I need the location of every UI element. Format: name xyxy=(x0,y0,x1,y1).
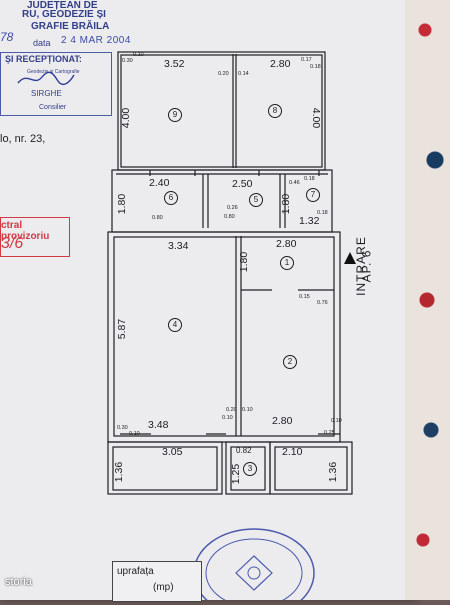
dim-r6-width: 2.40 xyxy=(149,177,170,189)
small-mark-s: 0.10 xyxy=(242,407,253,413)
header-line-1: JUDEȚEAN DE xyxy=(27,0,98,11)
small-mark-k: 0.26 xyxy=(227,205,238,211)
small-mark-b: 0.10 xyxy=(133,52,144,58)
dim-r2-width: 2.80 xyxy=(272,415,293,427)
dim-r9-width: 3.52 xyxy=(164,58,185,70)
reception-sub: Geodezie și Cartografie xyxy=(27,69,80,75)
provisional-text: ctral provizoriu xyxy=(1,220,50,242)
small-mark-m: 0.15 xyxy=(299,294,310,300)
room-3-marker: 3 xyxy=(243,462,257,476)
room-2-marker: 2 xyxy=(283,355,297,369)
small-mark-c: 0.20 xyxy=(218,71,229,77)
small-mark-t: 0.10 xyxy=(331,418,342,424)
dim-hall-width: 3.34 xyxy=(168,240,189,252)
small-mark-i: 0.18 xyxy=(317,210,328,216)
small-mark-n: 0.76 xyxy=(317,300,328,306)
dim-r5-width: 2.50 xyxy=(232,178,253,190)
dim-r7-height: 1.80 xyxy=(280,193,293,215)
rug-background xyxy=(405,0,450,600)
provisional-number: 3/6 xyxy=(1,235,24,252)
official-role: Consilier xyxy=(39,104,67,111)
header-date: 2 4 MAR 2004 xyxy=(61,35,131,46)
small-mark-j: 0.80 xyxy=(152,215,163,221)
signature-scribble xyxy=(16,69,76,89)
document-sheet: JUDEȚEAN DE RU, GEODEZIE ȘI GRAFIE BRĂIL… xyxy=(0,0,415,605)
apartment-label: AP. 6 xyxy=(359,249,374,283)
dim-r8-height: 4.00 xyxy=(310,107,323,129)
dim-balcony-left-width: 3.05 xyxy=(162,446,183,458)
dim-r3-small: 0.82 xyxy=(236,446,252,455)
small-mark-r: 0.10 xyxy=(222,415,233,421)
room-4-marker: 4 xyxy=(168,318,182,332)
reception-stamp: ȘI RECEPȚIONAT: Geodezie și Cartografie … xyxy=(0,52,112,116)
small-mark-d: 0.14 xyxy=(238,71,249,77)
small-mark-o: 0.30 xyxy=(117,425,128,431)
small-mark-e: 0.17 xyxy=(301,57,312,63)
provisional-stamp: ctral provizoriu 3/6 xyxy=(0,217,70,257)
area-label-2: (mp) xyxy=(153,582,174,593)
dim-r6-height: 1.80 xyxy=(116,193,129,215)
small-mark-f: 0.18 xyxy=(310,64,321,70)
area-label-1: uprafața xyxy=(117,566,154,577)
small-mark-g: 0.18 xyxy=(304,176,315,182)
room-9-marker: 9 xyxy=(168,108,182,122)
header-number: 78 xyxy=(0,30,14,44)
dim-balcony-left-height: 1.36 xyxy=(113,461,126,483)
dim-hall-entry: 2.80 xyxy=(276,238,297,250)
storia-logo: storia xyxy=(5,576,32,588)
floor-plan xyxy=(107,51,356,495)
dim-balcony-right-height: 1.36 xyxy=(327,461,340,483)
room-5-marker: 5 xyxy=(249,193,263,207)
room-6-marker: 6 xyxy=(164,191,178,205)
header-data-label: data xyxy=(33,38,51,48)
small-mark-u: 0.25 xyxy=(324,430,335,436)
room-8-marker: 8 xyxy=(268,104,282,118)
header-line-3: GRAFIE BRĂILA xyxy=(31,21,110,32)
dim-r9-height: 4.00 xyxy=(120,107,133,129)
area-label-box: uprafața (mp) xyxy=(112,561,202,602)
reception-title: ȘI RECEPȚIONAT: xyxy=(5,54,82,64)
official-seal xyxy=(190,524,318,605)
dim-r4-height: 5.87 xyxy=(116,318,129,340)
address-fragment: lo, nr. 23, xyxy=(0,133,46,145)
dim-r7-width: 1.32 xyxy=(299,215,320,227)
small-mark-a: 0.30 xyxy=(122,58,133,64)
small-mark-l: 0.80 xyxy=(224,214,235,220)
signature-name: SIRGHE xyxy=(31,89,62,98)
room-1-marker: 1 xyxy=(280,256,294,270)
small-mark-h: 0.46 xyxy=(289,180,300,186)
header-line-2: RU, GEODEZIE ȘI xyxy=(22,9,106,20)
dim-r1-height: 1.80 xyxy=(238,251,251,273)
dim-r3-height: 1.25 xyxy=(230,463,243,485)
dim-r8-width: 2.80 xyxy=(270,58,291,70)
small-mark-q: 0.20 xyxy=(226,407,237,413)
dim-r4-width: 3.48 xyxy=(148,419,169,431)
dim-r3-width: 2.10 xyxy=(282,446,303,458)
small-mark-p: 0.10 xyxy=(129,431,140,437)
room-7-marker: 7 xyxy=(306,188,320,202)
